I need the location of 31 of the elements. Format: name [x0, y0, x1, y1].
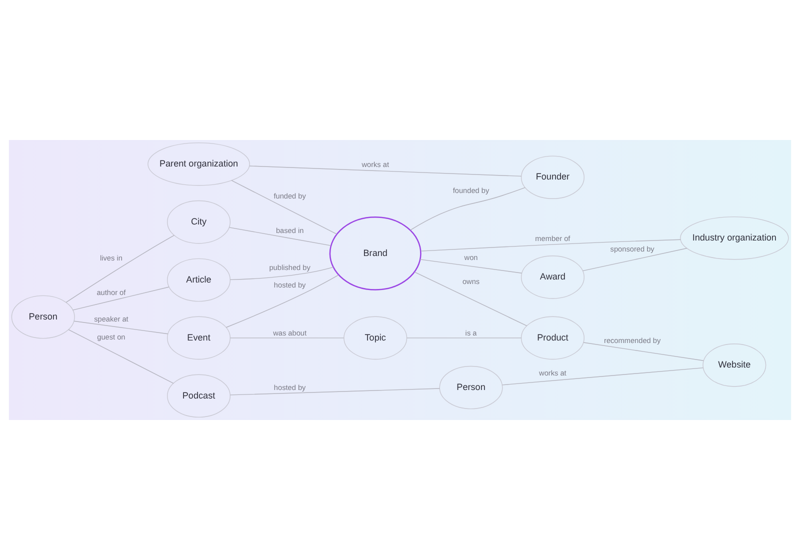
connector — [231, 180, 337, 234]
connector — [420, 239, 681, 252]
node-ellipse: Brand — [329, 216, 422, 290]
node-ellipse: Industry organization — [680, 216, 789, 260]
connector — [414, 272, 528, 326]
node-ellipse: Founder — [520, 156, 584, 199]
node-ellipse: Person — [439, 366, 503, 410]
connector — [249, 166, 522, 177]
connector — [72, 286, 170, 310]
node-ellipse: Product — [520, 316, 584, 360]
connector — [230, 388, 440, 396]
node-ellipse: Topic — [344, 316, 408, 360]
node-ellipse: City — [167, 200, 231, 244]
node-ellipse: Article — [167, 258, 231, 302]
connector — [229, 227, 332, 246]
node-ellipse: Award — [520, 256, 584, 299]
node-ellipse: Event — [167, 316, 231, 360]
connector — [74, 320, 168, 334]
node-ellipse: Website — [702, 344, 766, 387]
connector — [502, 367, 704, 386]
connector — [410, 187, 526, 230]
node-ellipse: Person — [11, 295, 75, 339]
connector — [226, 274, 339, 328]
connector — [230, 266, 334, 280]
node-ellipse: Podcast — [167, 374, 231, 418]
connector — [420, 259, 522, 274]
node-ellipse: Parent organization — [148, 142, 250, 186]
connector — [582, 248, 688, 272]
connector — [583, 342, 704, 361]
connector — [66, 235, 175, 303]
connector — [68, 329, 174, 384]
